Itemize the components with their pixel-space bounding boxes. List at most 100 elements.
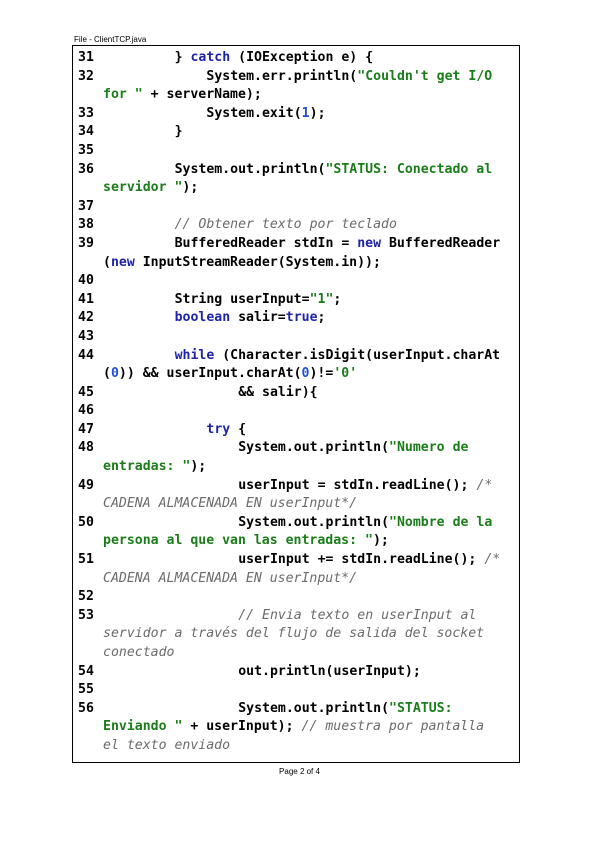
code-line-continuation: persona al que van las entradas: ");: [78, 532, 515, 551]
code-token: CADENA ALMACENADA EN userInput*/: [103, 570, 358, 586]
code-line: 37: [78, 198, 515, 217]
code-token: "STATUS: Conectado al: [325, 161, 493, 177]
code-token: BufferedReader: [381, 235, 501, 251]
code-text: try {: [206, 421, 246, 440]
code-token: ;: [317, 310, 326, 326]
code-text: System.err.println("Couldn't get I/O: [206, 68, 492, 87]
code-token: System.out.println(: [238, 440, 390, 456]
line-number: 53: [78, 607, 94, 623]
code-line: 54 out.println(userInput);: [78, 663, 515, 682]
line-number: 34: [78, 124, 94, 140]
code-line-continuation: entradas: ");: [78, 458, 515, 477]
line-number: 43: [78, 328, 94, 344]
code-token: (IOException e) {: [230, 50, 374, 65]
code-token: // Envia texto en userInput al: [238, 607, 477, 623]
code-text: conectado: [103, 644, 174, 663]
code-text: for " + serverName);: [103, 86, 262, 105]
code-text: entradas: ");: [103, 458, 206, 477]
line-number: 50: [78, 514, 94, 530]
code-line: 38// Obtener texto por teclado: [78, 216, 515, 235]
code-token: System.out.println(: [174, 161, 326, 177]
code-text: persona al que van las entradas: ");: [103, 532, 389, 551]
code-text: CADENA ALMACENADA EN userInput*/: [103, 570, 357, 589]
code-text: System.exit(1);: [206, 105, 325, 124]
code-text: servidor ");: [103, 179, 198, 198]
code-token: System.err.println(: [206, 68, 358, 84]
code-token: (Character.isDigit(userInput.charAt: [214, 347, 501, 363]
code-text: CADENA ALMACENADA EN userInput*/: [103, 495, 357, 514]
code-text: System.out.println("Nombre de la: [238, 514, 492, 533]
code-token: el texto enviado: [103, 737, 231, 753]
line-number: 36: [78, 161, 94, 177]
code-token: {: [230, 421, 247, 437]
code-text: } catch (IOException e) {: [175, 49, 374, 68]
code-token: entradas: ": [103, 459, 191, 475]
code-token: }: [174, 124, 183, 140]
code-text: System.out.println("Numero de: [238, 439, 468, 458]
line-number: 48: [78, 440, 94, 456]
code-line-continuation: CADENA ALMACENADA EN userInput*/: [78, 570, 515, 589]
code-text: userInput = stdIn.readLine(); /*: [238, 477, 492, 496]
code-token: );: [372, 533, 389, 549]
code-line: 55: [78, 681, 515, 700]
code-token: persona al que van las entradas: ": [103, 533, 373, 549]
code-token: (: [103, 254, 111, 270]
line-number: 31: [78, 50, 94, 65]
line-number: 45: [78, 384, 94, 400]
code-token: InputStreamReader(System.in));: [134, 254, 381, 270]
code-token: "1": [309, 291, 334, 307]
line-number: 40: [78, 273, 94, 289]
line-number: 49: [78, 477, 94, 493]
code-line: 56 System.out.println("STATUS:: [78, 700, 515, 719]
code-token: + serverName);: [142, 87, 262, 103]
code-token: userInput += stdIn.readLine();: [238, 552, 485, 568]
code-token: salir=: [230, 310, 286, 326]
code-token: '0': [333, 366, 358, 382]
code-line: 34}: [78, 123, 515, 142]
code-line: 33 System.exit(1);: [78, 105, 515, 124]
code-line: 43: [78, 328, 515, 347]
code-text: servidor a través del flujo de salida de…: [103, 625, 484, 644]
code-line: 31} catch (IOException e) {: [78, 49, 515, 68]
code-token: BufferedReader stdIn =: [174, 235, 358, 251]
code-token: }: [174, 50, 191, 65]
code-token: );: [190, 459, 207, 475]
code-text: (0)) && userInput.charAt(0)!='0': [103, 365, 357, 384]
code-token: catch: [190, 50, 231, 65]
code-line-continuation: el texto enviado: [78, 737, 515, 756]
code-token: "STATUS:: [389, 700, 453, 716]
line-number: 33: [78, 105, 94, 121]
code-token: System.exit(: [206, 105, 302, 121]
line-number: 41: [78, 291, 94, 307]
code-token: conectado: [103, 645, 175, 660]
code-token: new: [110, 254, 135, 270]
code-text: System.out.println("STATUS:: [238, 700, 452, 719]
code-token: while: [174, 347, 215, 363]
code-line: 49 userInput = stdIn.readLine(); /*: [78, 477, 515, 496]
code-token: out.println(userInput);: [238, 663, 421, 679]
code-token: Enviando ": [103, 719, 183, 735]
code-token: try: [206, 421, 231, 437]
code-token: "Nombre de la: [389, 514, 493, 530]
line-number: 35: [78, 142, 94, 158]
line-number: 55: [78, 682, 94, 698]
code-token: true: [285, 310, 318, 326]
code-token: "Numero de: [389, 440, 469, 456]
code-line-continuation: (0)) && userInput.charAt(0)!='0': [78, 365, 515, 384]
code-line-continuation: CADENA ALMACENADA EN userInput*/: [78, 495, 515, 514]
line-number: 46: [78, 403, 94, 419]
line-number: 54: [78, 663, 94, 679]
code-text: BufferedReader stdIn = new BufferedReade…: [175, 235, 501, 254]
code-text: boolean salir=true;: [175, 309, 326, 328]
file-header: File - ClientTCP.java: [74, 35, 147, 44]
line-number: 56: [78, 700, 94, 716]
code-text: // Envia texto en userInput al: [238, 607, 476, 626]
code-line: 45&& salir){: [78, 384, 515, 403]
code-token: + userInput);: [182, 719, 302, 735]
code-text: String userInput="1";: [175, 291, 342, 310]
